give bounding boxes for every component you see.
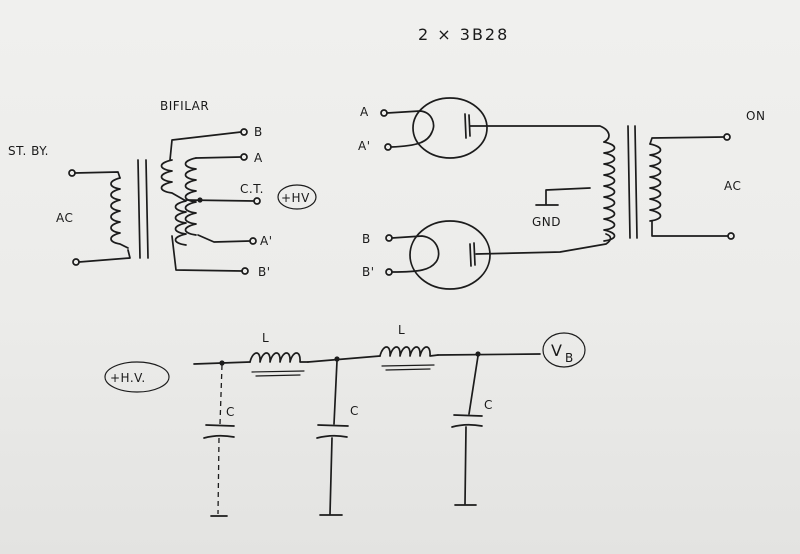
tube-1-plate-lead xyxy=(469,125,610,143)
lead-tap-b-prime xyxy=(171,235,243,272)
tube1-pin-a xyxy=(380,109,388,117)
tube-1-envelope xyxy=(412,97,488,159)
hv-input-badge-ring xyxy=(104,361,170,393)
inductor-2-core-2 xyxy=(385,368,431,371)
right-on-label: ON xyxy=(746,109,765,123)
rail-segment-3 xyxy=(437,353,541,356)
vb-output-badge-main: V xyxy=(551,341,562,360)
cap-1-plate-top xyxy=(205,424,235,427)
tube-2-plate-lead xyxy=(475,233,612,255)
tube-anode-b-label: B xyxy=(362,232,371,246)
right-transformer: ON AC xyxy=(603,109,765,242)
right-terminal-bottom xyxy=(727,232,735,240)
tap-a-prime-terminal xyxy=(249,237,257,245)
rail-junction-3 xyxy=(475,351,481,357)
tube-anode-a-label: A xyxy=(360,105,369,119)
primary-coil xyxy=(110,177,129,249)
inductor-1-core-2 xyxy=(255,374,301,377)
cap-3-plate-top xyxy=(453,414,483,417)
ground-label: GND xyxy=(532,215,561,229)
left-core-line-1 xyxy=(137,159,141,259)
ct-junction xyxy=(197,197,203,203)
cap-2-lead-top xyxy=(333,360,338,425)
cap-2-label: C xyxy=(350,404,359,418)
inductor-2-label: L xyxy=(398,323,405,337)
primary-terminal-bottom xyxy=(72,258,80,266)
left-transformer: BIFILAR ST. BY. AC xyxy=(8,99,317,279)
cap-2-plate-bottom xyxy=(316,434,348,439)
cap-1-lead-top xyxy=(219,364,223,425)
cap-1-label: C xyxy=(226,405,235,419)
lead-tap-a-prime xyxy=(197,234,251,243)
hv-input-badge-label: +H.V. xyxy=(110,371,146,385)
inductor-1-core xyxy=(251,370,305,373)
tap-b-terminal xyxy=(240,128,248,136)
tube-anode-b-prime-label: B' xyxy=(362,265,375,279)
tube-1-plate xyxy=(464,113,467,139)
rail-junction-2 xyxy=(334,356,340,362)
primary-lead-bottom xyxy=(78,249,131,263)
cap-3-label: C xyxy=(484,398,493,412)
standby-label: ST. BY. xyxy=(8,144,49,158)
cap-3-plate-bottom xyxy=(451,423,483,428)
tube2-pin-b-prime xyxy=(385,268,393,276)
filter-network: +H.V. L L V B C xyxy=(104,323,586,517)
lead-tap-b xyxy=(169,131,242,161)
right-primary-lead-top xyxy=(649,136,725,145)
lead-tap-a xyxy=(195,156,242,159)
inductor-1 xyxy=(249,352,309,363)
bifilar-coil-inner xyxy=(184,157,197,236)
right-secondary-coil xyxy=(603,141,616,242)
tube1-pin-a-prime xyxy=(384,143,392,151)
right-primary-coil xyxy=(649,143,662,222)
right-terminal-top xyxy=(723,133,731,141)
right-primary-lead-bottom xyxy=(651,220,729,237)
tap-b-prime-terminal xyxy=(241,267,249,275)
right-ac-label: AC xyxy=(724,179,741,193)
lead-tap-ct xyxy=(185,199,255,202)
cap-2-plate-top xyxy=(317,424,349,427)
cap-1-lead-bottom xyxy=(217,437,220,515)
cap-1-plate-bottom xyxy=(203,434,235,439)
rail-junction-1 xyxy=(219,360,225,366)
primary-lead-top xyxy=(74,171,121,179)
tap-b-label: B xyxy=(254,125,263,139)
primary-terminal-top xyxy=(68,169,76,177)
vb-output-badge-sub: B xyxy=(565,351,574,365)
ground-lead xyxy=(545,187,591,205)
tap-a-label: A xyxy=(254,151,263,165)
hv-badge-ring xyxy=(277,184,317,210)
tap-a-terminal xyxy=(240,153,248,161)
right-core-line-1 xyxy=(627,125,631,239)
tube2-pin-b xyxy=(385,234,393,242)
tube-2-plate-edge xyxy=(473,242,476,266)
tube-anode-a-prime-label: A' xyxy=(358,139,371,153)
primary-ac-label: AC xyxy=(56,211,73,225)
left-core-line-2 xyxy=(145,159,149,259)
bifilar-coil-outer xyxy=(160,159,187,246)
cap-3-lead-top xyxy=(468,355,479,415)
right-core-line-2 xyxy=(634,125,638,239)
tap-a-prime-label: A' xyxy=(260,234,273,248)
tube-2-filament xyxy=(391,235,440,273)
hv-badge-label: +HV xyxy=(281,191,310,205)
schematic-title: 2 × 3B28 xyxy=(418,25,509,44)
tap-ct-terminal xyxy=(253,197,261,205)
cap-2-lead-bottom xyxy=(329,437,333,515)
tube-2-plate xyxy=(469,243,472,267)
inductor-2 xyxy=(379,346,439,357)
vb-output-badge-ring xyxy=(542,332,586,368)
tap-ct-label: C.T. xyxy=(240,182,264,196)
rail-segment-2 xyxy=(307,355,381,363)
rectifier-tubes: A A' B B' GND xyxy=(358,97,612,290)
inductor-1-label: L xyxy=(262,331,269,345)
inductor-2-core xyxy=(381,364,435,367)
tube-1-filament xyxy=(386,110,435,148)
bifilar-label: BIFILAR xyxy=(160,99,209,113)
cap-3-lead-bottom xyxy=(464,426,467,505)
tap-b-prime-label: B' xyxy=(258,265,271,279)
tube-2-envelope xyxy=(409,220,491,290)
